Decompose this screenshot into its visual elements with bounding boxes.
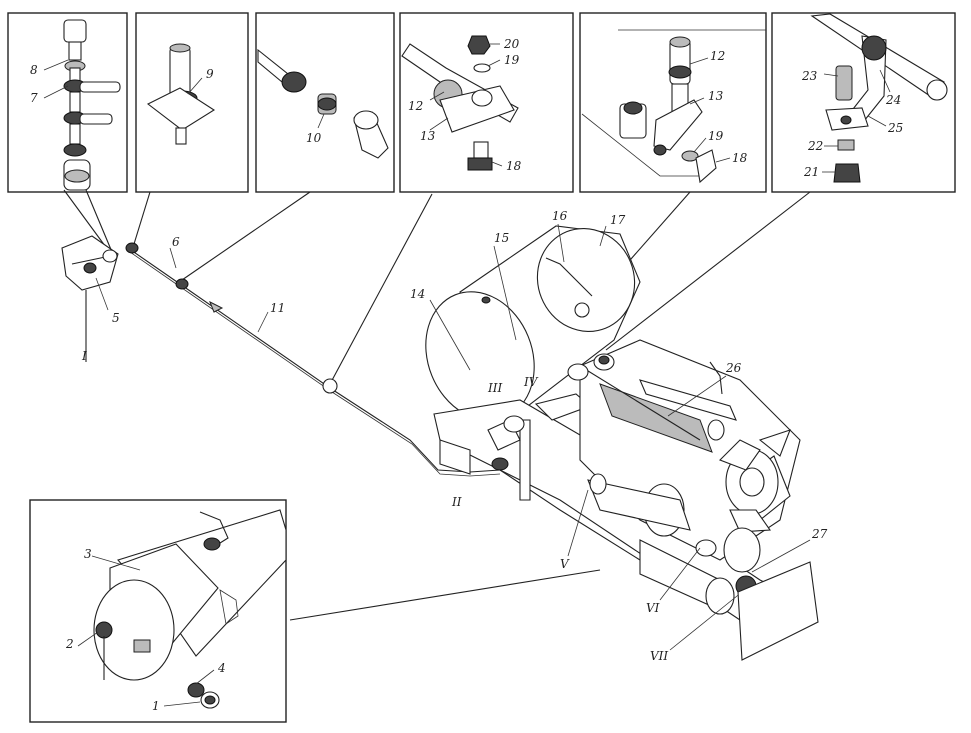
label-9: 9 (206, 67, 214, 81)
label-13a: 13 (420, 129, 436, 143)
detail-box-support (771, 12, 956, 193)
label-21: 21 (803, 165, 819, 179)
label-26: 26 (725, 361, 742, 375)
detail-box-bracket (579, 12, 767, 193)
label-2: 2 (65, 637, 74, 651)
label-15: 15 (494, 231, 509, 245)
label-20: 20 (503, 37, 520, 51)
detail-box-coupling (255, 12, 395, 193)
label-7: 7 (30, 91, 38, 105)
label-4: 4 (217, 661, 226, 675)
label-25: 25 (887, 121, 903, 135)
view-II: II (451, 495, 462, 509)
fuel-tank (425, 223, 641, 421)
view-IV: IV (523, 375, 539, 389)
label-12b: 12 (710, 49, 725, 63)
front-plate (737, 561, 819, 661)
label-19b: 19 (708, 129, 724, 143)
leader-lines (63, 189, 811, 621)
label-6: 6 (172, 235, 180, 249)
label-13b: 13 (708, 89, 724, 103)
label-17: 17 (610, 213, 626, 227)
engine-block (567, 339, 811, 615)
label-5: 5 (112, 311, 120, 325)
label-8: 8 (30, 63, 38, 77)
label-14: 14 (410, 287, 425, 301)
label-27: 27 (811, 527, 828, 541)
label-22: 22 (807, 139, 823, 153)
label-11: 11 (270, 301, 285, 315)
label-18a: 18 (506, 159, 522, 173)
detail-box-clamp (399, 12, 574, 193)
label-16: 16 (552, 209, 568, 223)
label-3: 3 (84, 547, 92, 561)
label-12a: 12 (408, 99, 423, 113)
label-10: 10 (306, 131, 322, 145)
detail-box-valve (7, 12, 128, 193)
view-V: V (560, 557, 570, 571)
view-VII: VII (650, 649, 668, 663)
hand-pump-assembly (61, 235, 119, 362)
label-24: 24 (885, 93, 901, 107)
view-VI: VI (646, 601, 660, 615)
label-23: 23 (801, 69, 818, 83)
detail-box-heater (29, 499, 287, 723)
label-1: 1 (152, 699, 160, 713)
detail-box-fitting (135, 12, 249, 193)
view-III: III (487, 381, 502, 395)
label-19a: 19 (504, 53, 520, 67)
view-I: I (81, 349, 87, 363)
label-18b: 18 (732, 151, 748, 165)
